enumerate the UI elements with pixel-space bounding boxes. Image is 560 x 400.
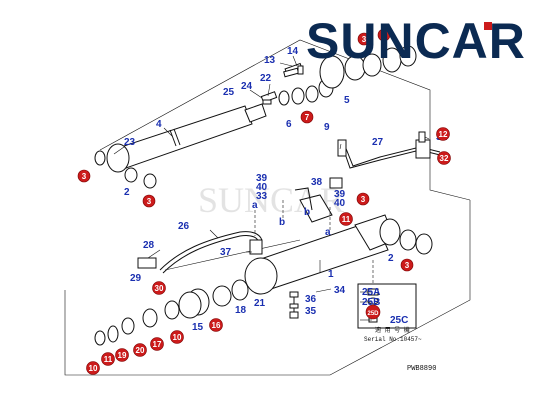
link-label-b: b xyxy=(304,207,310,218)
callout-12: 12 xyxy=(436,127,450,141)
pipe-27 xyxy=(329,131,441,189)
svg-text:3: 3 xyxy=(362,35,367,44)
link-label-a: a xyxy=(325,227,331,238)
part-label-2: 2 xyxy=(124,187,130,198)
part-label-38: 38 xyxy=(311,177,323,188)
part-label-27: 27 xyxy=(372,137,384,148)
callout-30: 30 xyxy=(152,281,166,295)
part-label-14: 14 xyxy=(287,46,299,57)
callout-19: 19 xyxy=(115,348,129,362)
logo-accent-icon xyxy=(484,22,492,30)
part-label-5: 5 xyxy=(344,95,350,106)
part-label-37: 37 xyxy=(220,247,232,258)
part-label-15: 15 xyxy=(192,322,204,333)
callout-11: 11 xyxy=(339,212,353,226)
svg-text:30: 30 xyxy=(155,284,164,293)
part-label-25a: 25A xyxy=(362,287,380,298)
part-label-36: 36 xyxy=(305,294,317,305)
part-label-25b: 25B xyxy=(362,297,380,308)
upper-cylinder-assembly xyxy=(94,45,417,189)
svg-text:8: 8 xyxy=(382,31,387,40)
part-label-24: 24 xyxy=(241,81,253,92)
part-label-28: 28 xyxy=(143,240,155,251)
part-label-33: 33 xyxy=(256,191,268,202)
callout-7: 7 xyxy=(300,110,314,124)
part-label-2: 2 xyxy=(388,253,394,264)
callout-3: 3 xyxy=(77,169,91,183)
part-label-34: 34 xyxy=(334,285,346,296)
callout-11: 11 xyxy=(101,352,115,366)
part-label-29: 29 xyxy=(130,273,142,284)
serial-note-title: 適 用 号 機 xyxy=(375,326,410,334)
callout-3: 3 xyxy=(356,192,370,206)
callout-16: 16 xyxy=(209,318,223,332)
link-label-b: b xyxy=(279,217,285,228)
part-label-4: 4 xyxy=(156,119,162,130)
svg-text:10: 10 xyxy=(173,333,182,342)
svg-text:11: 11 xyxy=(104,355,113,364)
svg-text:12: 12 xyxy=(439,130,448,139)
callout-32: 32 xyxy=(437,151,451,165)
leader-lines xyxy=(113,55,430,321)
svg-text:25D: 25D xyxy=(367,311,379,317)
svg-text:3: 3 xyxy=(82,172,87,181)
suncar-logo: SUNCAR xyxy=(306,14,526,68)
part-label-13: 13 xyxy=(264,55,276,66)
part-label-23: 23 xyxy=(124,137,136,148)
upper-cylinder-tube xyxy=(117,105,253,169)
svg-text:16: 16 xyxy=(212,321,221,330)
part-label-39: 39 xyxy=(334,189,346,200)
svg-text:3: 3 xyxy=(361,195,366,204)
svg-text:3: 3 xyxy=(147,197,152,206)
svg-text:19: 19 xyxy=(118,351,127,360)
callout-3: 3 xyxy=(357,32,371,46)
svg-text:11: 11 xyxy=(342,215,351,224)
part-label-25: 25 xyxy=(223,87,235,98)
svg-text:17: 17 xyxy=(153,340,162,349)
part-label-21: 21 xyxy=(254,298,266,309)
part-label-1: 1 xyxy=(328,269,334,280)
part-25-variants-box xyxy=(357,283,417,329)
callout-3: 3 xyxy=(400,258,414,272)
serial-note-number: Serial No.10457~ xyxy=(364,336,422,343)
part-label-35: 35 xyxy=(305,306,317,317)
part-label-18: 18 xyxy=(235,305,247,316)
part-label-22: 22 xyxy=(260,73,272,84)
main-cylinder-assembly xyxy=(94,187,433,346)
part-label-25c: 25C xyxy=(390,315,408,326)
part-label-40: 40 xyxy=(256,182,268,193)
guide-lines xyxy=(64,39,471,376)
link-label-a: a xyxy=(252,200,258,211)
part-label-9: 9 xyxy=(324,122,330,133)
svg-text:3: 3 xyxy=(405,261,410,270)
logo-text: SUNCAR xyxy=(306,14,526,68)
part-label-40: 40 xyxy=(334,198,346,209)
svg-text:20: 20 xyxy=(136,346,145,355)
callout-10: 10 xyxy=(170,330,184,344)
callout-8: 8 xyxy=(377,28,391,42)
drawing-code: PWB8890 xyxy=(407,365,436,373)
upper-cylinder-head xyxy=(106,143,130,173)
part-label-6: 6 xyxy=(286,119,292,130)
red-callouts: 3 3 3 3 3 7 8 10 10 11 11 12 16 17 19 20… xyxy=(77,28,451,375)
callout-20: 20 xyxy=(133,343,147,357)
callout-10: 10 xyxy=(86,361,100,375)
svg-text:7: 7 xyxy=(305,113,310,122)
callout-17: 17 xyxy=(150,337,164,351)
part-label-26: 26 xyxy=(178,221,190,232)
callout-25d: 25D xyxy=(365,304,381,320)
svg-text:32: 32 xyxy=(440,154,449,163)
svg-text:10: 10 xyxy=(89,364,98,373)
callout-3: 3 xyxy=(142,194,156,208)
piston xyxy=(319,55,345,89)
part-label-39: 39 xyxy=(256,173,268,184)
